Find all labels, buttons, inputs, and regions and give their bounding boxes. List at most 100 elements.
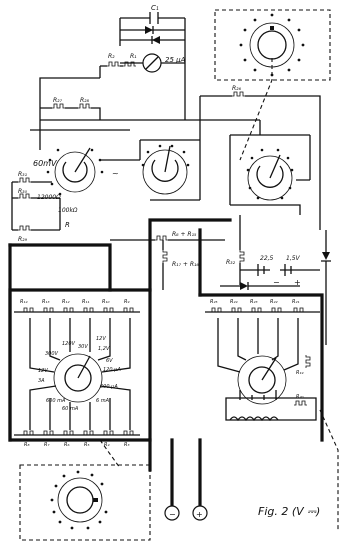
resistor-r27: R₂₇: [51, 97, 66, 109]
battery-22-5: 22,5: [257, 255, 274, 276]
output-terminals: − +: [164, 505, 208, 521]
range-label-12v: 12V: [96, 336, 106, 342]
svg-text:R₄: R₄: [104, 442, 109, 448]
resistor-r5: R₅: [81, 430, 96, 448]
rotary-switch-top-right: [214, 9, 331, 161]
range-label-3a: 3A: [38, 378, 45, 384]
resistor-r21: R₂₁: [291, 299, 306, 313]
lower-right-block: R₂₅ R₂₄ R₂₃ R₂₂ R₂₁ R₁₉ R₂₀: [198, 293, 324, 442]
figure-caption: Fig. 2 (V ⎓): [258, 505, 320, 518]
resistor-r11: R₁₁: [81, 299, 96, 313]
resistor-r26: R₂₆: [231, 85, 246, 97]
battery-minus: −: [273, 278, 280, 287]
resistor-r17-r16: R₁₇ + R₁₆: [162, 249, 199, 268]
svg-text:R₂₆: R₂₆: [232, 85, 242, 92]
resistor-r7: R₇: [41, 430, 56, 448]
svg-text:R₂₀: R₂₀: [296, 394, 303, 400]
meter-label: 25 µA: [165, 56, 186, 64]
range-label-30v: 30V: [78, 344, 88, 350]
svg-text:R₉: R₉: [124, 299, 129, 305]
svg-text:R₈: R₈: [24, 442, 29, 448]
top-resistor-row-left: R₁₄ R₁₃ R₁₂ R₁₁ R₁₀ R₉: [20, 299, 136, 313]
rotary-switch-bottom-left: [19, 439, 151, 541]
resistor-r3: R₃: [121, 430, 136, 448]
svg-text:R₂₄: R₂₄: [230, 299, 237, 305]
battery-1-5: 1,5V: [280, 255, 301, 276]
svg-text:R₁₇ + R₁₆: R₁₇ + R₁₆: [172, 261, 199, 268]
switch-right: [229, 134, 311, 215]
svg-text:R₁₁: R₁₁: [82, 299, 89, 305]
resistor-r19: R₁₉: [296, 354, 311, 376]
svg-text:22,5: 22,5: [260, 255, 274, 262]
middle-section: R₈ + R₁₅ R₁₇ + R₁₆ R₃₂ 22,5 1,5V − +: [110, 215, 331, 345]
svg-text:+: +: [196, 510, 203, 519]
resistor-r24: R₂₄: [229, 299, 244, 313]
diode-right: [321, 230, 331, 345]
resistor-r23: R₂₃: [249, 299, 264, 313]
range-label-120v: 120V: [62, 341, 76, 347]
resistor-r6: R₆: [61, 430, 76, 448]
svg-text:R₂₉: R₂₉: [18, 236, 28, 243]
svg-text:R₂: R₂: [108, 53, 115, 60]
svg-text:R₂₈: R₂₈: [80, 97, 90, 104]
lower-left-block: R₁₄ R₁₃ R₁₂ R₁₁ R₁₀ R₉ 300V 120V 30V 1,2…: [8, 288, 152, 448]
range-label-300v: 300V: [45, 351, 59, 357]
resistor-r4: R₄: [101, 430, 116, 448]
svg-text:R₁₉: R₁₉: [296, 370, 303, 376]
diode-middle: [220, 282, 300, 290]
bottom-resistor-row-left: R₈ R₇ R₆ R₅ R₄ R₃: [21, 430, 136, 448]
svg-text:R₂₅: R₂₅: [210, 299, 217, 305]
range-label-600ma: 600 mA: [46, 398, 66, 404]
label-r: R: [65, 221, 70, 229]
svg-text:R₃₁: R₃₁: [18, 171, 28, 178]
meter-25ua: 25 µA: [120, 46, 186, 120]
range-label-1-2v: 1,2V: [98, 346, 110, 352]
label-60mv: 60mV: [33, 159, 57, 168]
battery-plus: +: [294, 278, 301, 287]
svg-text:R₁₀: R₁₀: [102, 299, 109, 305]
svg-text:R₂₇: R₂₇: [53, 97, 63, 104]
resistor-r32: R₃₂: [226, 249, 245, 266]
range-label-600ua: 600 µA: [100, 384, 118, 390]
resistor-r31: R₃₁: [17, 171, 32, 183]
terminal-positive: +: [192, 505, 208, 521]
resistor-r13: R₁₃: [41, 299, 56, 313]
tilde-label: ~: [112, 169, 119, 178]
capacitor-c1: C₁: [120, 4, 185, 24]
resistor-r9: R₉: [121, 299, 136, 313]
resistor-r20: R₂₀: [293, 394, 308, 406]
thick-wiring: [8, 218, 232, 507]
svg-text:R₇: R₇: [44, 442, 49, 448]
svg-text:R₃₀: R₃₀: [18, 188, 28, 195]
resistor-r2: R₂: [106, 53, 121, 67]
range-label-60ma: 60 mA: [62, 406, 79, 412]
svg-text:R₁₂: R₁₂: [62, 299, 69, 305]
diode-pair: [119, 18, 186, 46]
svg-text:R₂₂: R₂₂: [270, 299, 277, 305]
resistor-r14: R₁₄: [20, 299, 36, 313]
resistor-r8-r15: R₈ + R₁₅: [154, 231, 197, 241]
svg-text:R₁: R₁: [130, 53, 137, 60]
range-label-12v-b: 12V: [38, 368, 48, 374]
svg-text:−: −: [169, 510, 176, 519]
switch-left: 60mV 12000Ω 100kΩ R ~ R₃₁ R₃₀ R₂₉: [11, 129, 140, 243]
resistor-r10: R₁₀: [101, 299, 116, 313]
range-label-6ma: 6 mA: [96, 398, 110, 404]
svg-text:R₂₃: R₂₃: [250, 299, 257, 305]
svg-text:R₃: R₃: [124, 442, 129, 448]
resistor-r28: R₂₈: [77, 97, 92, 109]
svg-text:R₁₄: R₁₄: [20, 299, 27, 305]
svg-text:R₂₁: R₂₁: [292, 299, 299, 305]
svg-text:R₆: R₆: [64, 442, 69, 448]
range-label-120ua: 120 µA: [103, 367, 121, 373]
resistor-r1: R₁: [122, 53, 137, 67]
resistor-r25: R₂₅: [209, 299, 224, 313]
terminal-negative: −: [164, 505, 180, 521]
resistor-r8: R₈: [21, 430, 36, 448]
svg-text:R₅: R₅: [84, 442, 89, 448]
svg-text:R₁₃: R₁₃: [42, 299, 49, 305]
switch-center: [139, 139, 201, 201]
resistor-r12: R₁₂: [61, 299, 76, 313]
svg-text:1,5V: 1,5V: [286, 255, 301, 262]
